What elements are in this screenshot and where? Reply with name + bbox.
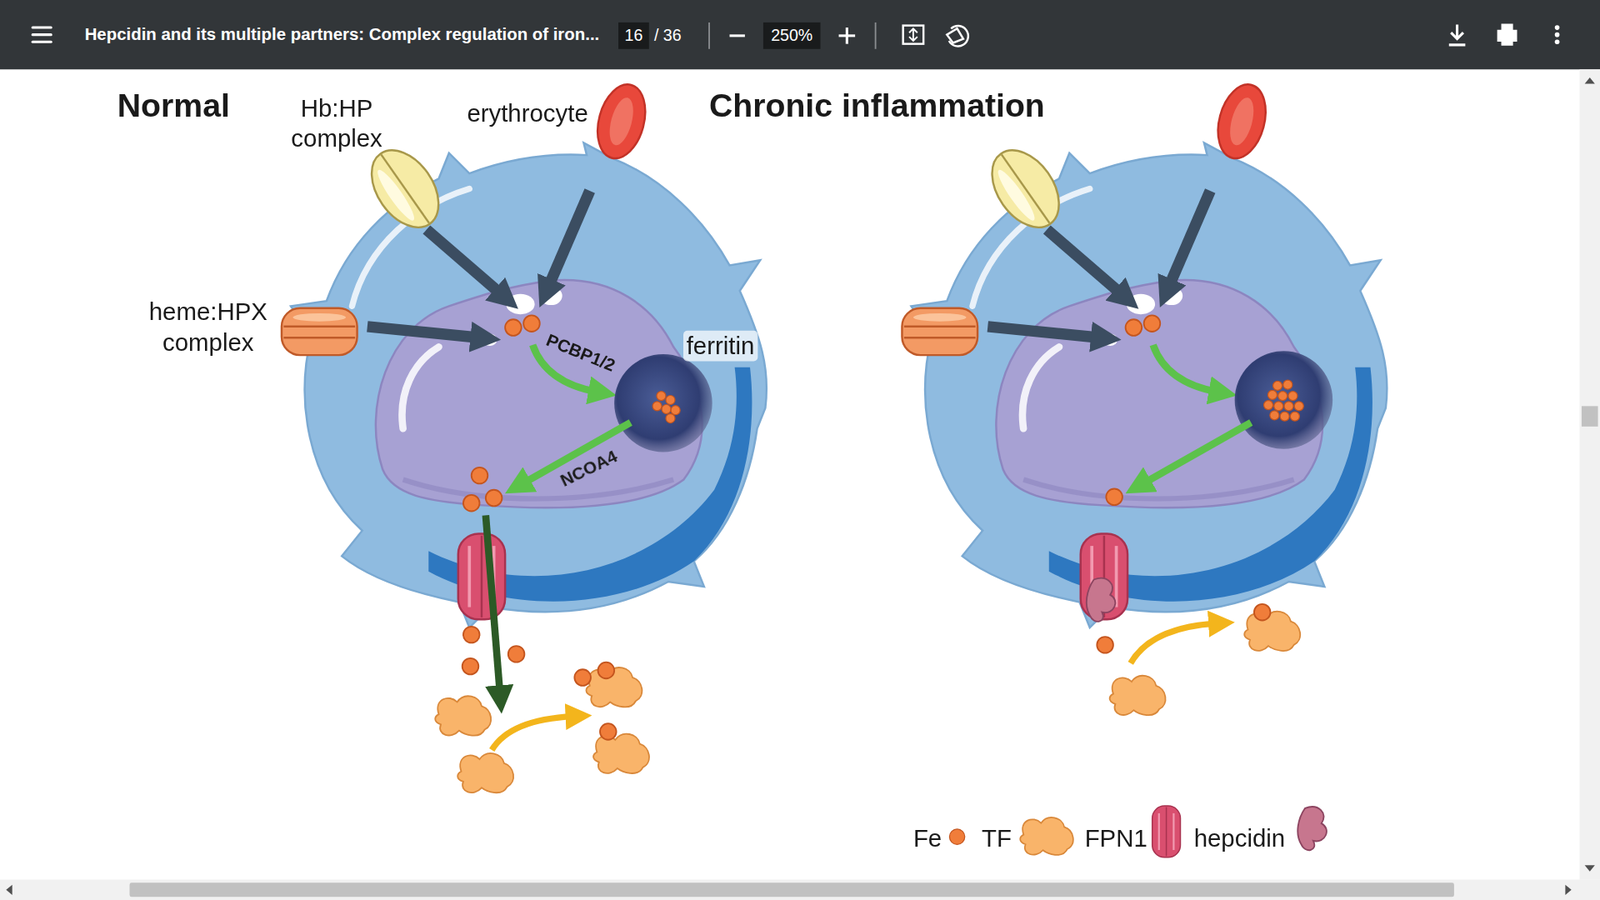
legend-text: TF xyxy=(981,823,1012,855)
part-label: Hb:HP complex xyxy=(280,92,394,154)
viewer-toolbar-text: Hepcidin and its multiple partners: Comp… xyxy=(85,25,600,47)
legend-swatch xyxy=(949,828,966,845)
legend-text: Fe xyxy=(913,823,942,855)
viewer-toolbar-text: 250% xyxy=(770,25,813,46)
legend-text: FPN1 xyxy=(1085,823,1148,855)
panel-heading: Chronic inflammation xyxy=(709,85,1045,126)
viewer-toolbar-text: / 36 xyxy=(654,25,682,46)
part-label: erythrocyte xyxy=(466,98,588,130)
panel-heading: Normal xyxy=(117,85,230,126)
legend-text: hepcidin xyxy=(1194,823,1285,855)
part-label: heme:HPX complex xyxy=(136,296,280,358)
part-label: ferritin xyxy=(683,330,758,362)
viewer-toolbar-text: 16 xyxy=(625,25,644,46)
